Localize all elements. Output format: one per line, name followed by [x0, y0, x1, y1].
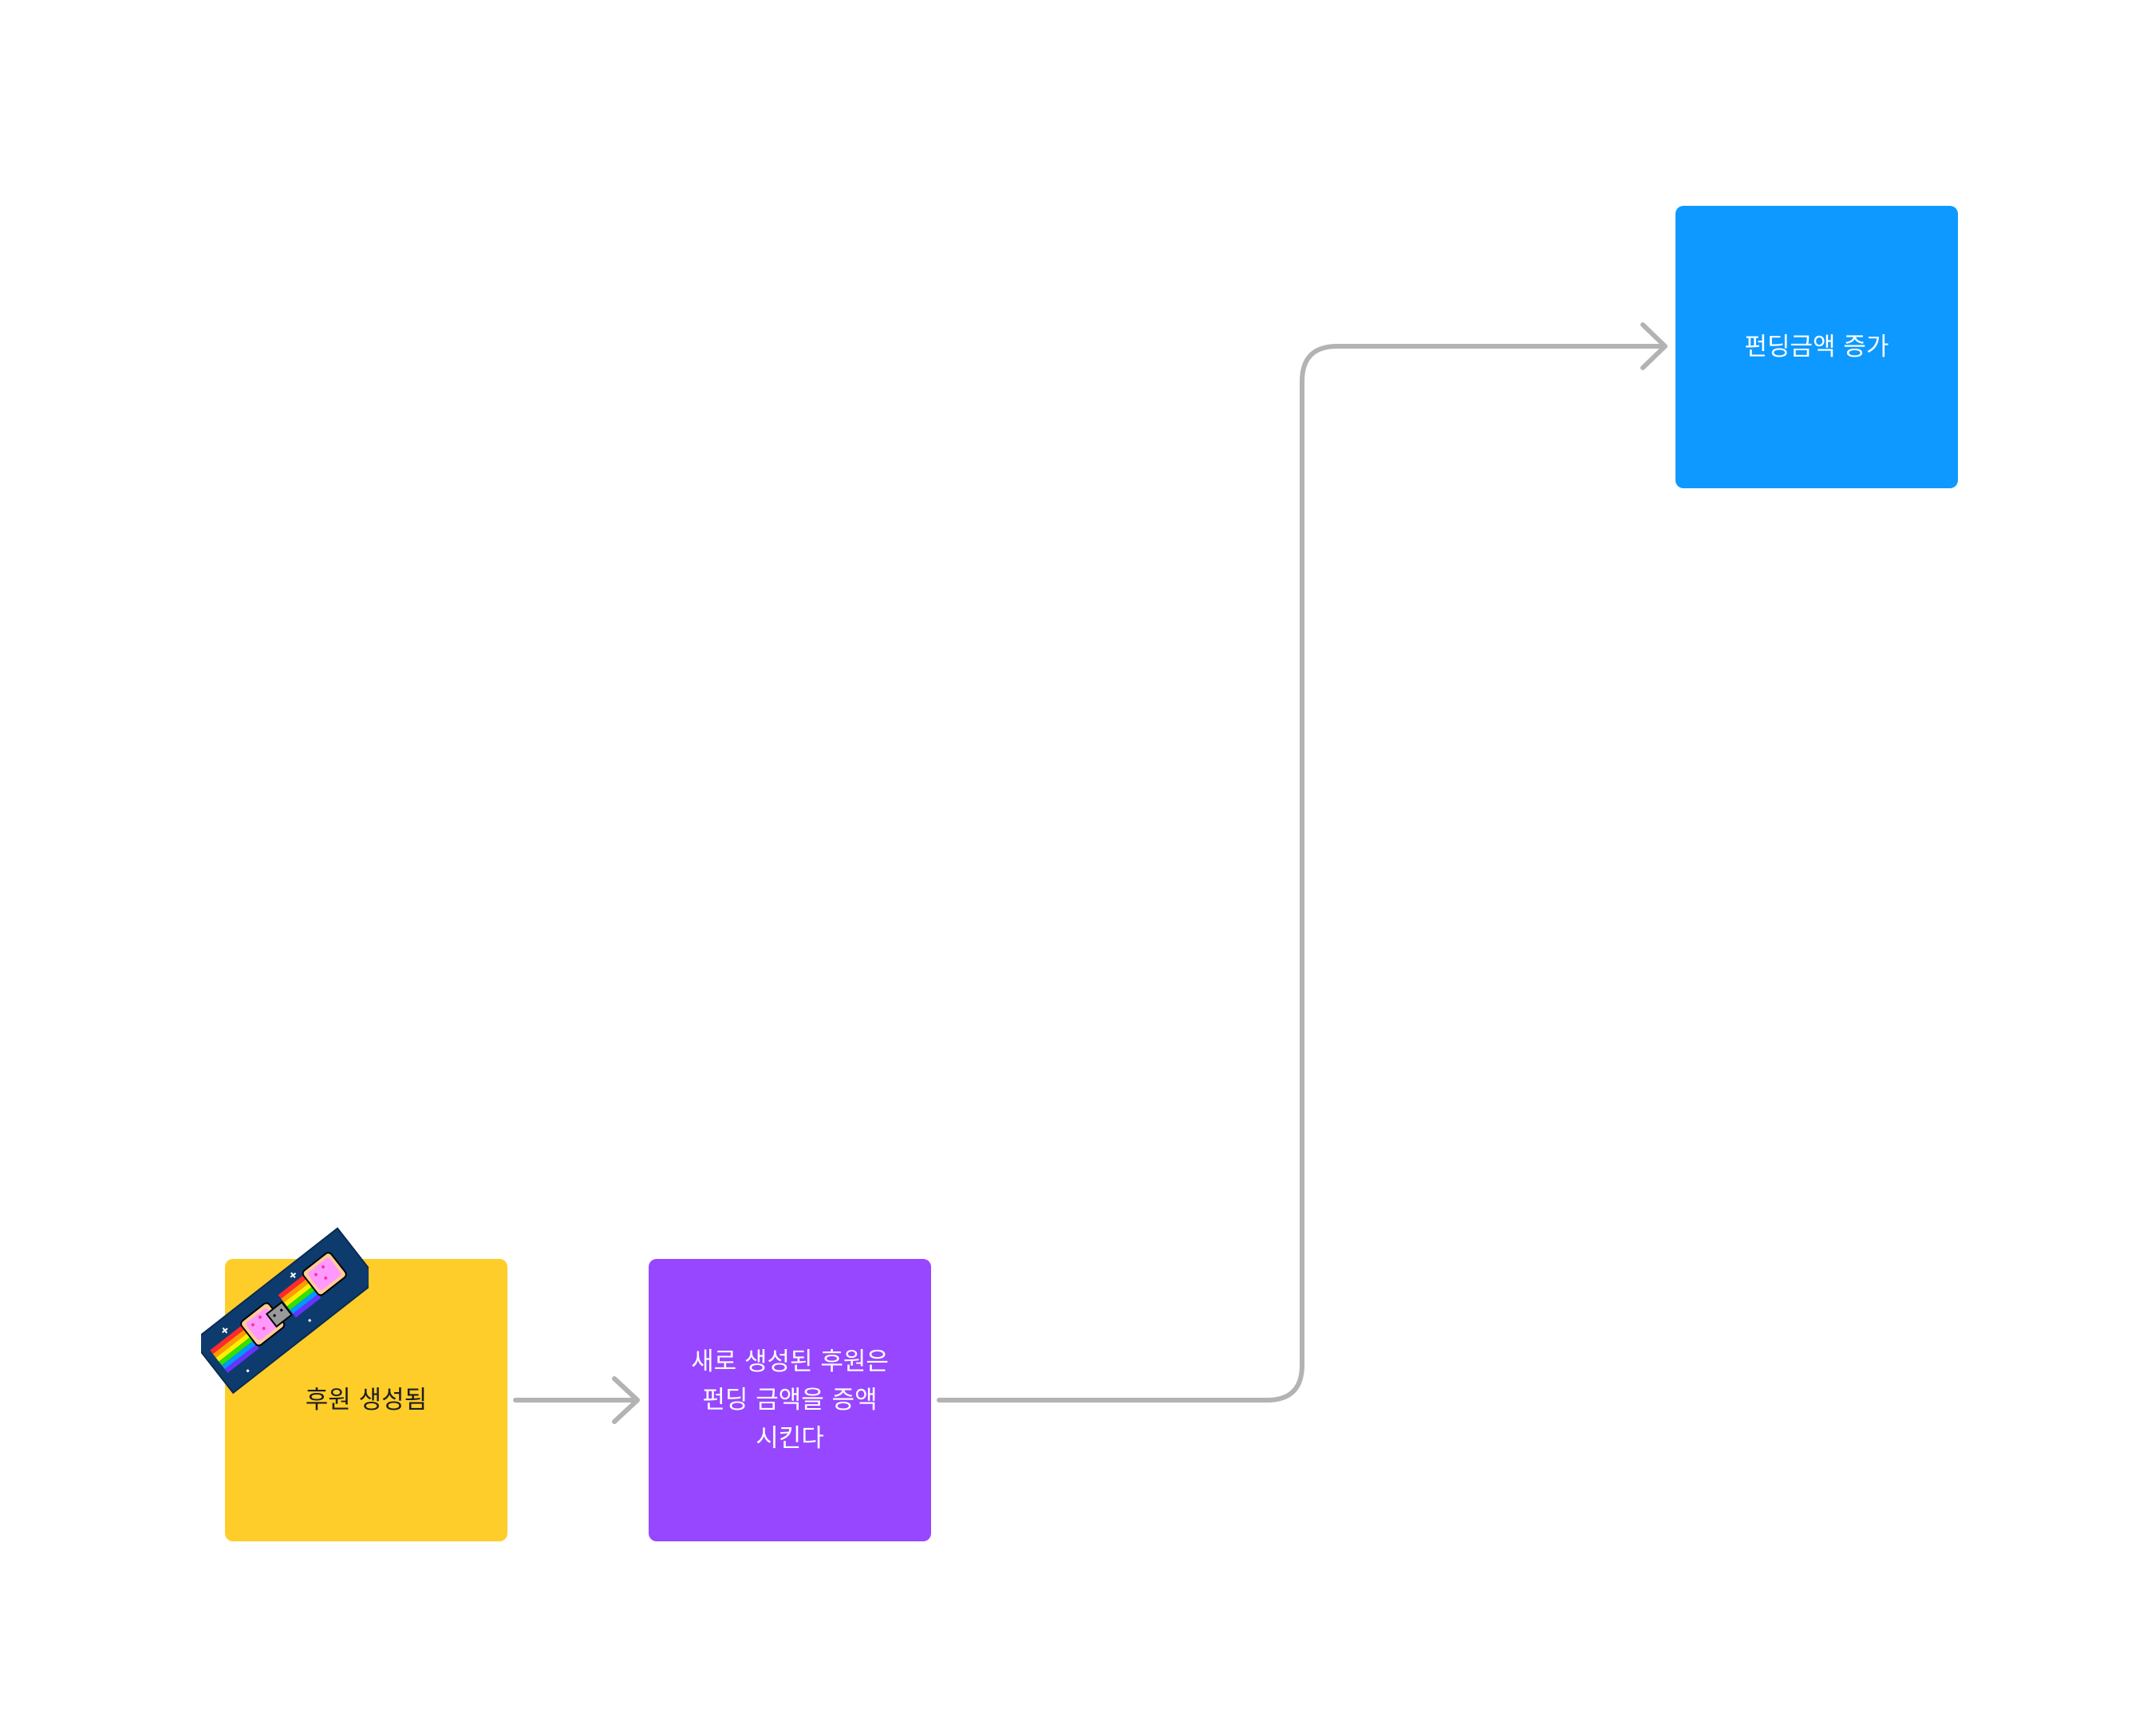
sticky-note-label: 후원 생성됨: [305, 1386, 428, 1414]
sticky-note-increase-funding[interactable]: 새로 생성된 후원은 펀딩 금액을 증액 시킨다: [649, 1259, 931, 1541]
arrowhead-icon: [1640, 322, 1668, 370]
sticky-note-label: 새로 생성된 후원은 펀딩 금액을 증액 시킨다: [691, 1347, 889, 1453]
sticky-note-label: 펀딩금액 증가: [1744, 333, 1889, 361]
connector-increase-to-funding[interactable]: [937, 322, 1668, 1403]
sticky-note-funding-increased[interactable]: 펀딩금액 증가: [1675, 206, 1958, 488]
connector-donation-to-increase[interactable]: [513, 1376, 640, 1424]
arrowhead-icon: [612, 1376, 640, 1424]
nyan-cat-sticker-icon[interactable]: [201, 1222, 369, 1398]
